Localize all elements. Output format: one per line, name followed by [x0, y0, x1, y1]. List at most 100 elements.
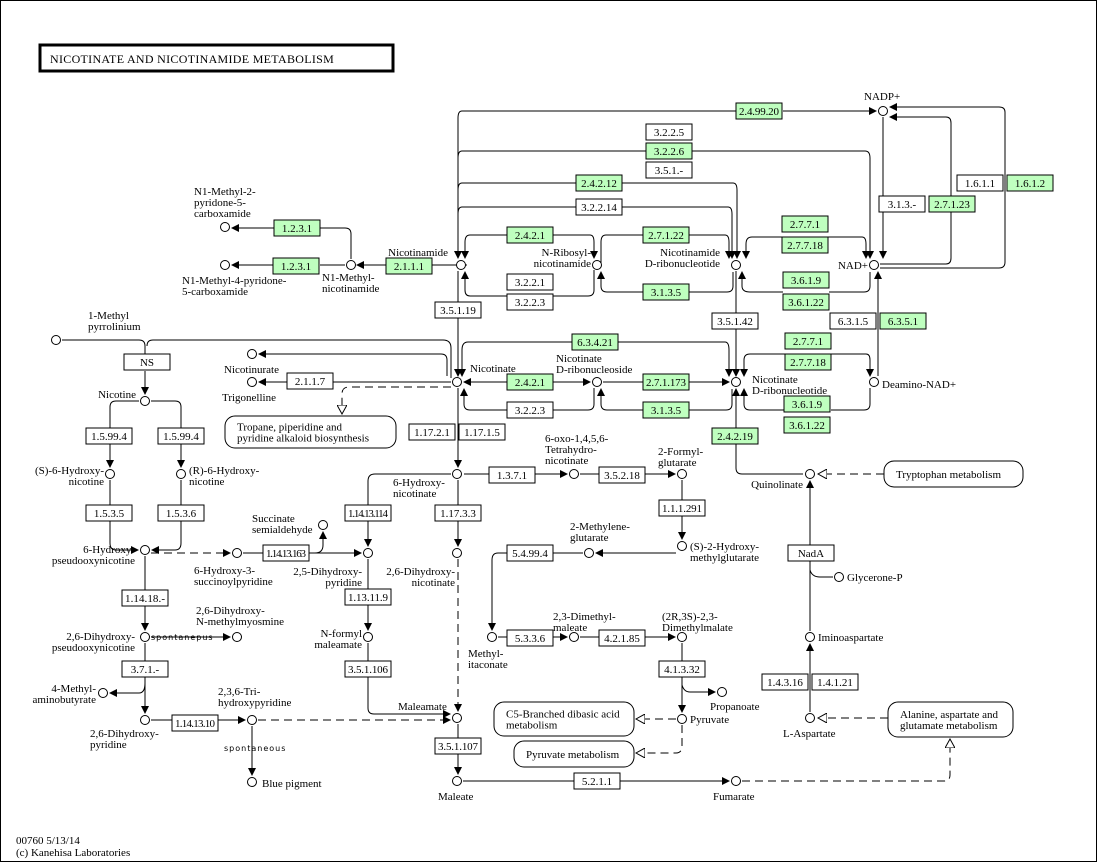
compound-node[interactable]: (2R,3S)-2,3-Dimethylmalate — [662, 611, 733, 642]
compound-node[interactable]: NAD+ — [838, 260, 879, 272]
compound-circle[interactable] — [176, 469, 186, 479]
enzyme-box[interactable]: 1.14.13.10 — [171, 714, 219, 732]
compound-circle[interactable] — [805, 713, 815, 723]
enzyme-box[interactable]: 2.4.99.20 — [735, 102, 783, 120]
compound-circle[interactable] — [878, 106, 888, 116]
compound-circle[interactable] — [140, 715, 150, 725]
enzyme-box[interactable]: 3.6.1.22 — [783, 416, 831, 434]
compound-circle[interactable] — [247, 777, 257, 787]
compound-circle[interactable] — [98, 688, 108, 698]
enzyme-box[interactable]: 3.2.2.3 — [506, 401, 554, 419]
compound-circle[interactable] — [805, 469, 815, 479]
enzyme-box[interactable]: 4.1.3.32 — [658, 660, 706, 678]
compound-node[interactable]: Pyruvate — [677, 714, 730, 726]
compound-node[interactable]: (S)-6-Hydroxy-nicotine — [35, 465, 115, 488]
compound-circle[interactable] — [869, 377, 879, 387]
compound-node[interactable]: 2-Methylene-glutarate — [570, 521, 630, 558]
compound-node[interactable]: L-Aspartate — [783, 713, 836, 741]
enzyme-box[interactable]: 1.6.1.1 — [956, 174, 1004, 192]
compound-node[interactable]: 2,5-Dihydroxy-pyridine — [293, 548, 373, 590]
compound-circle[interactable] — [318, 520, 328, 530]
compound-circle[interactable] — [140, 632, 150, 642]
enzyme-box[interactable]: 2.7.7.18 — [784, 353, 832, 371]
enzyme-box[interactable]: 1.1.1.291 — [658, 499, 706, 517]
compound-circle[interactable] — [731, 260, 741, 270]
compound-circle[interactable] — [677, 469, 687, 479]
compound-node[interactable]: (R)-6-Hydroxy-nicotine — [176, 465, 260, 488]
compound-circle[interactable] — [677, 714, 687, 724]
compound-node[interactable]: Nicotine — [98, 389, 150, 406]
enzyme-box[interactable]: 2.1.1.7 — [286, 372, 334, 390]
compound-circle[interactable] — [731, 377, 741, 387]
enzyme-box[interactable]: 3.1.3.5 — [642, 283, 690, 301]
enzyme-box[interactable]: 2.7.7.1 — [784, 332, 832, 350]
compound-circle[interactable] — [569, 632, 579, 642]
enzyme-box[interactable]: 2.4.2.1 — [506, 373, 554, 391]
compound-node[interactable]: 6-Hydroxy-nicotinate — [393, 469, 462, 501]
compound-circle[interactable] — [140, 545, 150, 555]
enzyme-box[interactable]: 1.2.3.1 — [272, 257, 320, 275]
enzyme-box[interactable]: 6.3.5.1 — [879, 312, 927, 330]
pathway-map-link[interactable]: Tryptophan metabolism — [883, 460, 1024, 488]
enzyme-box[interactable]: 6.3.4.21 — [571, 333, 619, 351]
enzyme-box[interactable]: NadA — [787, 544, 835, 562]
compound-node[interactable]: Fumarate — [713, 776, 755, 804]
compound-node[interactable]: Deamino-NAD+ — [869, 377, 957, 392]
enzyme-box[interactable]: 3.1.3.5 — [642, 401, 690, 419]
compound-circle[interactable] — [232, 632, 242, 642]
compound-circle[interactable] — [220, 222, 230, 232]
enzyme-box[interactable]: 5.4.99.4 — [506, 544, 554, 562]
compound-circle[interactable] — [247, 377, 257, 387]
compound-node[interactable]: 2,6-Dihydroxy-pyridine — [90, 715, 159, 752]
enzyme-box[interactable]: 3.5.1.107 — [434, 737, 482, 755]
compound-circle[interactable] — [363, 548, 373, 558]
enzyme-box[interactable]: 3.1.3.- — [878, 195, 926, 213]
enzyme-box[interactable]: 5.2.1.1 — [573, 772, 621, 790]
compound-node[interactable]: N-Ribosyl-nicotinamide — [534, 247, 602, 270]
enzyme-box[interactable]: 6.3.1.5 — [829, 312, 877, 330]
compound-circle[interactable] — [487, 632, 497, 642]
compound-node[interactable]: 6-Hydroxy-3-succinoylpyridine — [194, 548, 273, 589]
compound-circle[interactable] — [805, 632, 815, 642]
compound-node[interactable]: N1-Methyl-2-pyridone-5-carboxamide — [194, 186, 256, 232]
compound-circle[interactable] — [592, 260, 602, 270]
compound-node[interactable]: 6-oxo-1,4,5,6-Tetrahydro-nicotinate — [545, 433, 609, 479]
compound-node[interactable]: 2,6-Dihydroxy-pseudooxynicotine — [52, 631, 150, 654]
enzyme-box[interactable]: 3.6.1.9 — [782, 271, 830, 289]
compound-circle[interactable] — [363, 632, 373, 642]
compound-circle[interactable] — [677, 632, 687, 642]
enzyme-box[interactable]: 3.6.1.9 — [783, 395, 831, 413]
enzyme-box[interactable]: 1.14.18.- — [121, 589, 169, 607]
pathway-map-link[interactable]: Pyruvate metabolism — [513, 740, 635, 768]
enzyme-box[interactable]: 3.2.2.6 — [645, 142, 693, 160]
enzyme-box[interactable]: 1.5.99.4 — [157, 427, 205, 445]
enzyme-box[interactable]: 1.6.1.2 — [1006, 174, 1054, 192]
compound-circle[interactable] — [456, 260, 466, 270]
enzyme-box[interactable]: 2.4.2.12 — [575, 174, 623, 192]
enzyme-box[interactable]: 3.7.1.- — [121, 660, 169, 678]
enzyme-box[interactable]: 2.4.2.1 — [506, 226, 554, 244]
compound-node[interactable]: 2,3-Dimethyl-maleate — [553, 611, 616, 642]
enzyme-box[interactable]: 2.7.1.22 — [642, 226, 690, 244]
enzyme-box[interactable]: 1.14.13.163 — [262, 544, 310, 562]
enzyme-box[interactable]: 1.14.13.114 — [344, 504, 392, 522]
enzyme-box[interactable]: 1.17.3.3 — [434, 504, 482, 522]
compound-circle[interactable] — [834, 572, 844, 582]
enzyme-box[interactable]: NS — [123, 353, 171, 371]
compound-circle[interactable] — [452, 776, 462, 786]
compound-circle[interactable] — [51, 335, 61, 345]
enzyme-box[interactable]: 3.5.2.18 — [598, 466, 646, 484]
compound-node[interactable]: Nicotinate — [452, 363, 516, 387]
compound-node[interactable]: Maleamate — [398, 701, 462, 723]
enzyme-box[interactable]: 3.5.1.42 — [711, 312, 759, 330]
compound-circle[interactable] — [869, 260, 879, 270]
enzyme-box[interactable]: 1.13.11.9 — [344, 588, 392, 606]
enzyme-box[interactable]: 1.5.3.5 — [85, 504, 133, 522]
compound-node[interactable]: 4-Methyl-aminobutyrate — [32, 683, 108, 706]
